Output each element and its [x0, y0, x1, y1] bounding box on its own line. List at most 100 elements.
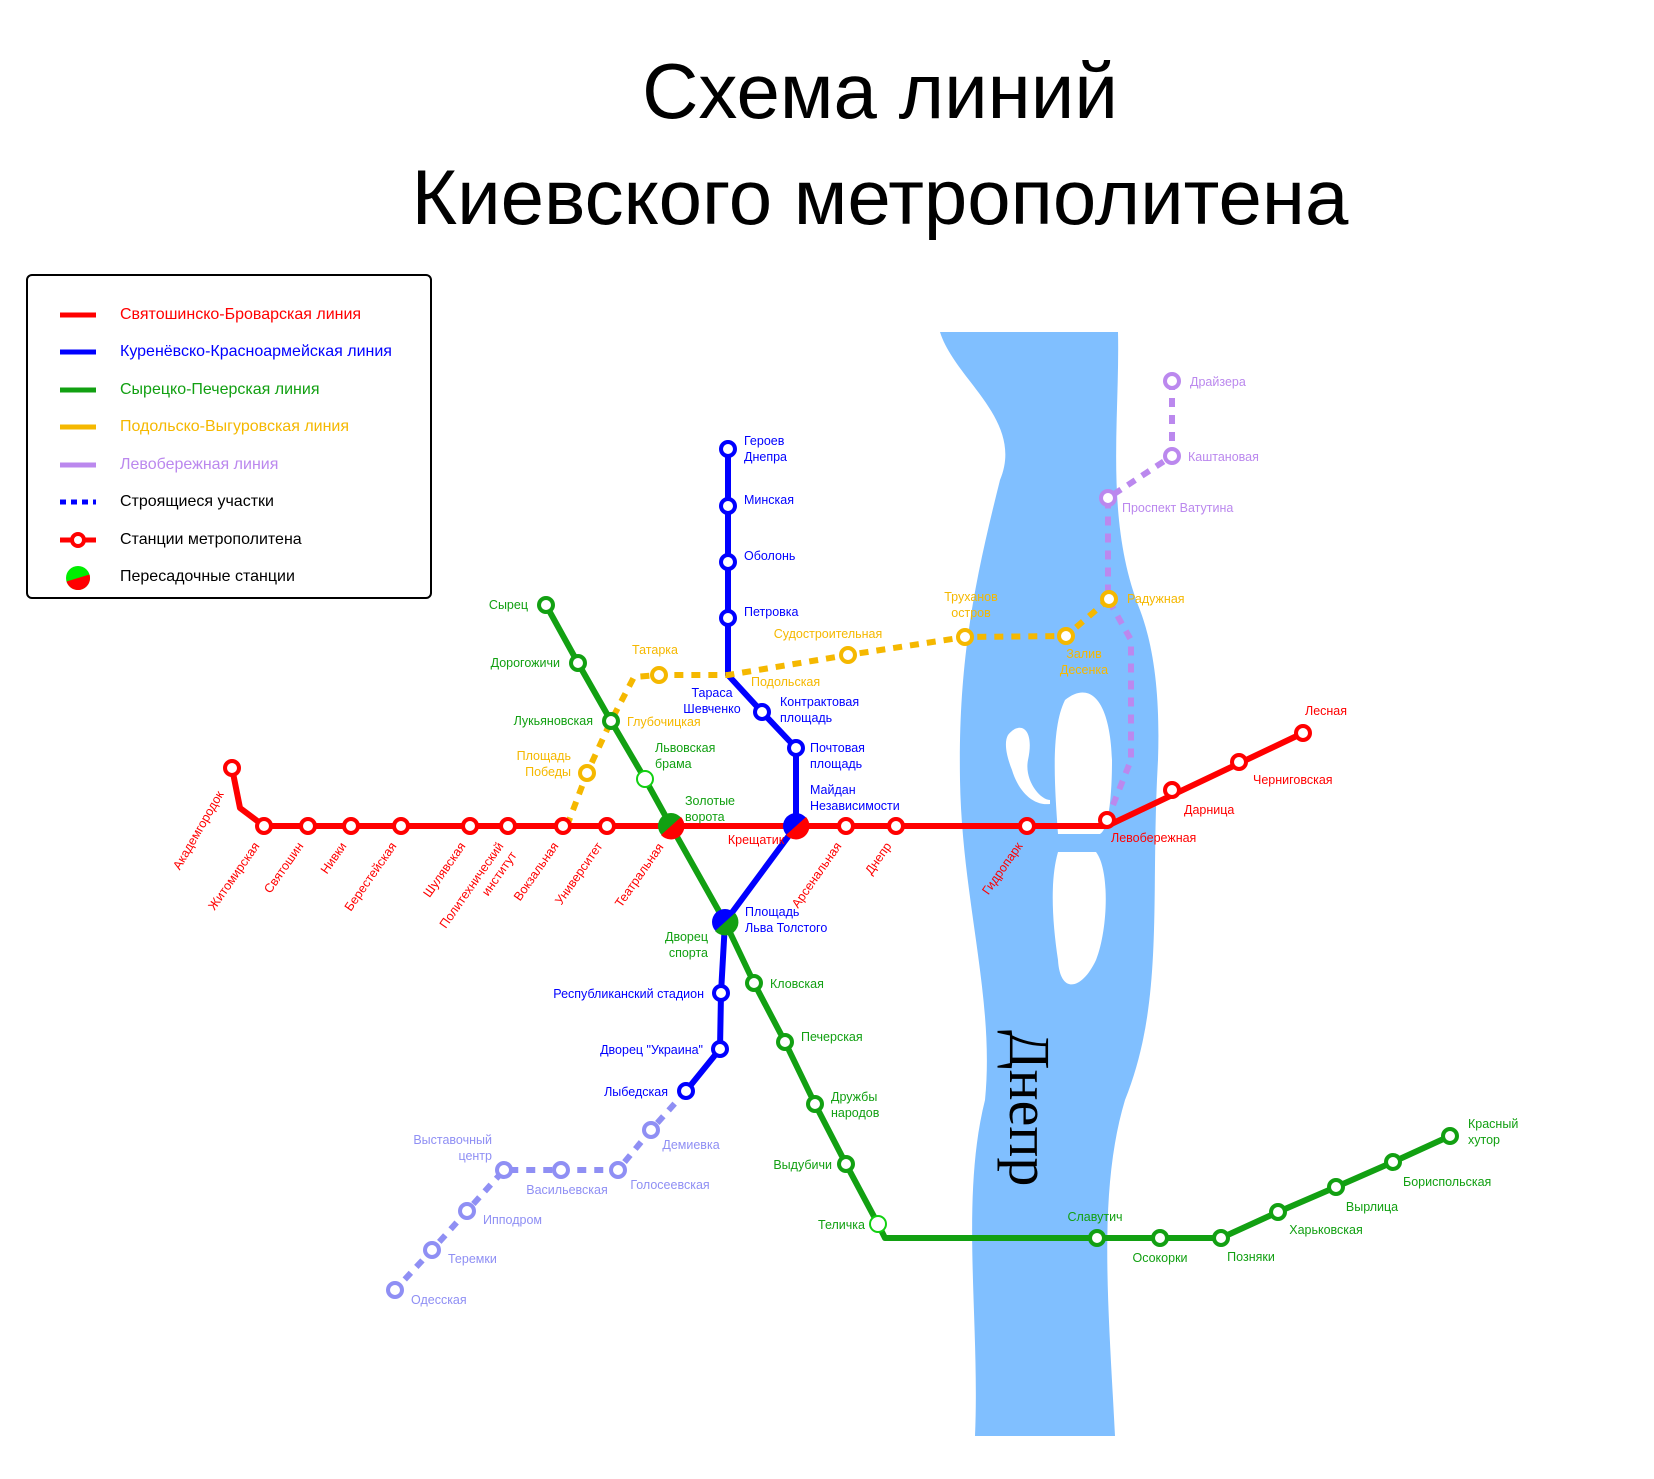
- station-purple: [1163, 447, 1181, 465]
- legend-label: Станции метрополитена: [120, 531, 302, 548]
- station-label: Театральная: [612, 841, 666, 910]
- station-label: Дворец "Украина": [600, 1043, 703, 1057]
- station-green: [1088, 1229, 1106, 1247]
- station-green: [1269, 1203, 1287, 1221]
- station-yellow: [650, 666, 668, 684]
- station-blue: [719, 440, 737, 458]
- station-green: [1384, 1153, 1402, 1171]
- transfer-station-teatralnaya: [658, 813, 685, 840]
- station-label: Арсенальная: [789, 840, 845, 911]
- station-label: Васильевская: [526, 1183, 608, 1197]
- station-label: Глубочицкая: [627, 715, 701, 729]
- station-lilac: [423, 1241, 441, 1259]
- blue-line-swatch: [60, 349, 96, 355]
- station-green: [1212, 1229, 1230, 1247]
- station-purple: [1099, 489, 1117, 507]
- station-label: Дарница: [1184, 803, 1234, 817]
- legend-item-red-line: Святошинско-Броварская линия: [28, 304, 428, 328]
- station-label: Лесная: [1305, 704, 1347, 718]
- station-label: Харьковская: [1289, 1223, 1363, 1237]
- station-label: Славутич: [1067, 1210, 1122, 1224]
- station-red: [837, 817, 855, 835]
- blue-line: [683, 446, 799, 1094]
- station-label: Святошин: [261, 840, 306, 896]
- station-blue: [677, 1082, 695, 1100]
- river-island-hydropark: [1052, 852, 1106, 985]
- transfer-swatch: [66, 566, 90, 590]
- station-green-planned: [636, 770, 654, 788]
- station-label: Подольская: [751, 675, 820, 689]
- map-title-line-2: Киевского метрополитена: [411, 153, 1349, 241]
- station-lilac: [552, 1161, 570, 1179]
- station-label: Теличка: [818, 1218, 865, 1232]
- station-lilac: [642, 1121, 660, 1139]
- station-green: [776, 1033, 794, 1051]
- station-label: Черниговская: [1253, 773, 1333, 787]
- station-label: Одесская: [411, 1293, 467, 1307]
- legend-label: Пересадочные станции: [120, 568, 295, 585]
- station-label: Судостроительная: [774, 627, 883, 641]
- station-blue: [711, 1040, 729, 1058]
- station-red: [223, 759, 241, 777]
- river-island-trukhaniv: [1054, 692, 1112, 834]
- station-red: [1294, 724, 1312, 742]
- station-red: [1018, 817, 1036, 835]
- station-label: Печерская: [801, 1030, 863, 1044]
- station-label: Радужная: [1127, 592, 1185, 606]
- station-label: Выдубичи: [773, 1158, 832, 1172]
- station-label: Лыбедская: [604, 1085, 668, 1099]
- station-label: Оболонь: [744, 549, 795, 563]
- legend-item-station: Станции метрополитена: [28, 529, 428, 553]
- station-label: Драйзера: [1190, 375, 1246, 389]
- dnieper-river: [940, 332, 1159, 1436]
- station-lilac: [458, 1202, 476, 1220]
- station-label: Демиевка: [662, 1138, 719, 1152]
- station-label: Вокзальная: [511, 840, 561, 904]
- station-label: Академгородок: [170, 788, 227, 872]
- lilac-line: [392, 1088, 689, 1293]
- station-label: Голосеевская: [630, 1178, 709, 1192]
- station-green: [1441, 1127, 1459, 1145]
- river-label: Днепр: [997, 1030, 1062, 1186]
- legend-item-blue-line: Куренёвско-Красноармейская линия: [28, 341, 428, 365]
- station-lilac: [609, 1161, 627, 1179]
- station-label: Каштановая: [1188, 450, 1259, 464]
- transfer-station-lva-tolstogo: [712, 909, 739, 936]
- station-label: Левобережная: [1111, 831, 1196, 845]
- station-blue: [712, 984, 730, 1002]
- station-label: Лукьяновская: [514, 714, 593, 728]
- station-red: [499, 817, 517, 835]
- station-label: Дорогожичи: [491, 656, 560, 670]
- yellow-line-swatch: [60, 424, 96, 430]
- legend-label: Строящиеся участки: [120, 493, 274, 510]
- station-label: Университет: [552, 839, 605, 907]
- station-green: [602, 712, 620, 730]
- station-red: [1163, 781, 1181, 799]
- legend-item-yellow-line: Подольско-Выгуровская линия: [28, 416, 428, 440]
- red-line-swatch: [60, 312, 96, 318]
- station-yellow: [956, 628, 974, 646]
- legend-item-transfer: Пересадочные станции: [28, 566, 428, 590]
- station-lilac: [386, 1281, 404, 1299]
- purple-line-swatch: [60, 462, 96, 468]
- station-red: [342, 817, 360, 835]
- station-blue: [787, 739, 805, 757]
- station-swatch: [60, 532, 96, 548]
- station-label: Осокорки: [1132, 1251, 1187, 1265]
- station-label: Нивки: [318, 840, 350, 877]
- station-green: [1151, 1229, 1169, 1247]
- station-blue: [753, 703, 771, 721]
- station-green: [1327, 1178, 1345, 1196]
